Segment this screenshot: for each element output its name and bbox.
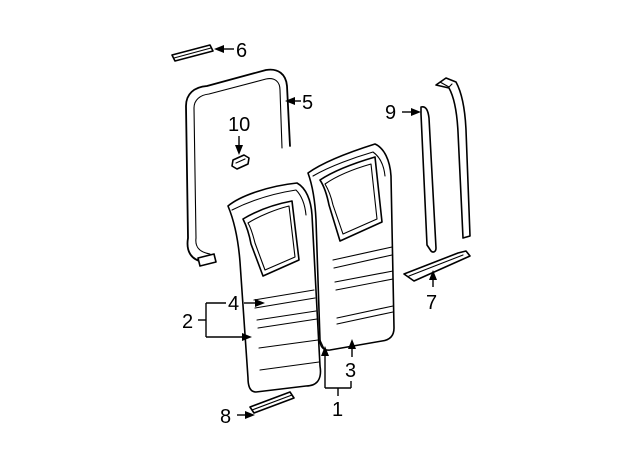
part-7-pillar-weatherstrip[interactable]: [403, 77, 471, 282]
leader-4: [244, 299, 265, 307]
leader-7: [429, 270, 437, 287]
part-9-seal-strip[interactable]: [420, 106, 437, 253]
leader-10: [235, 136, 243, 155]
part-8-lower-trim-strip[interactable]: [249, 391, 295, 414]
callout-7: 7: [426, 292, 437, 314]
callout-10: 10: [228, 114, 250, 136]
leader-6: [214, 45, 234, 53]
part-2-left-door-panel[interactable]: [227, 182, 322, 393]
callout-5: 5: [302, 92, 313, 114]
callout-3: 3: [345, 360, 356, 382]
callout-4: 4: [228, 293, 239, 315]
callout-2: 2: [182, 311, 193, 333]
callout-9: 9: [385, 102, 396, 124]
callout-8: 8: [220, 406, 231, 428]
leader-8: [237, 411, 255, 419]
part-1-right-door-shell[interactable]: [307, 143, 395, 354]
leader-2: [198, 302, 252, 341]
leader-1: [321, 346, 352, 396]
part-6-upper-trim-strip[interactable]: [171, 44, 214, 62]
leader-3: [348, 339, 356, 357]
part-10-clip[interactable]: [231, 154, 250, 170]
leader-5: [285, 97, 301, 105]
callout-6: 6: [236, 40, 247, 62]
leader-9: [402, 108, 421, 116]
callout-1: 1: [332, 399, 343, 421]
